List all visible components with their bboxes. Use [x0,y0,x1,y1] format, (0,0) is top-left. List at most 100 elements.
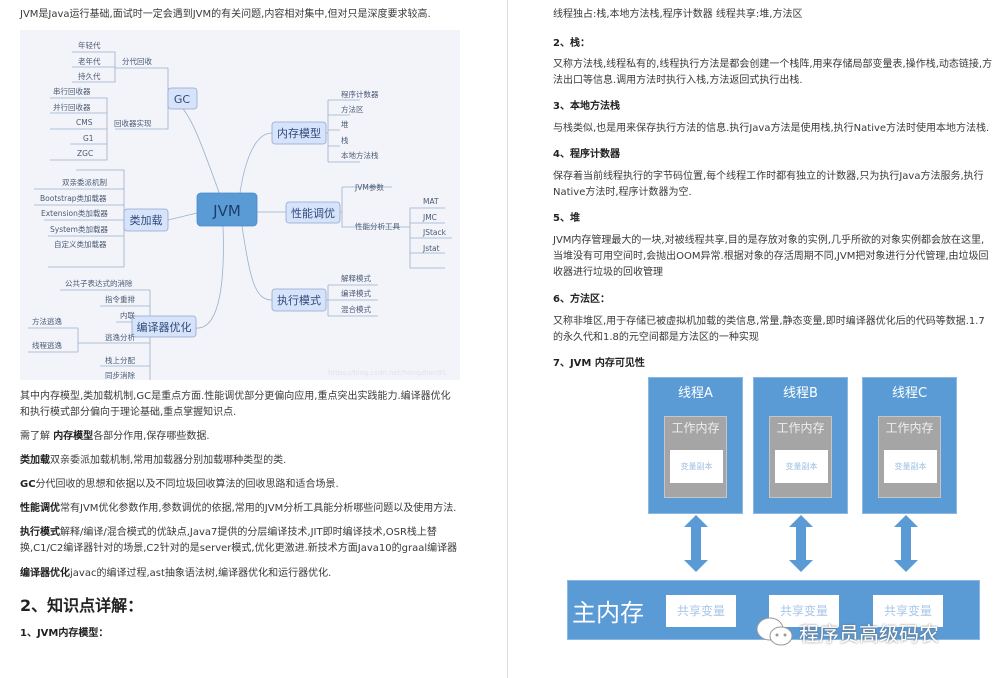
mindmap-leaf: 持久代 [78,71,101,81]
double-arrow-icon [789,515,813,572]
paragraph: 编译器优化javac的编译过程,ast抽象语法树,编译器优化和运行器优化. [20,568,332,579]
paragraph: 收器进行垃圾的回收管理 [553,267,663,278]
thread-label: 线程A [678,386,713,401]
main-memory-label: 主内存 [572,599,644,627]
paragraph: 的永久代和1.8的元空间都是方法区的一种实现 [553,332,759,343]
mindmap-leaf: ZGC [77,149,93,158]
double-arrow-icon [894,515,918,572]
section-heading: 2、知识点详解： [20,596,144,615]
mindmap-leaf: 并行回收器 [53,102,91,112]
heading-stack: 2、栈： [553,38,590,49]
node-jvm-label: JVM [212,202,241,220]
mindmap-leaf: MAT [423,197,439,206]
paragraph: GC分代回收的思想和依据以及不同垃圾回收算法的回收思路和适合场景. [20,479,339,490]
mindmap-leaf: 堆 [341,119,349,129]
thread-label: 线程B [783,386,818,401]
paragraph: 性能调优常有JVM优化参数作用,参数调优的依据,常用的JVM分析工具能分析哪些问… [20,503,457,514]
main-memory-box: 主内存 共享变量 共享变量 共享变量 [567,580,980,640]
working-memory-label: 工作内存 [885,421,934,435]
mindmap-leaf: 分代回收 [122,56,152,66]
node-memory-label: 内存模型 [277,126,321,140]
wechat-watermark: 程序员高级码农 [755,616,939,648]
variable-copy: 变量副本 [884,450,937,483]
mindmap-leaf: 串行回收器 [53,86,91,96]
mindmap-leaf: System类加载器 [50,224,108,234]
paragraph: JVM内存管理最大的一块,对被线程共享,目的是存放对象的实例,几乎所欲的对象实例… [553,235,985,246]
node-gc-label: GC [174,93,191,106]
mindmap-lines [28,51,452,380]
paragraph: 类加载双亲委派加载机制,常用加载器分别加载哪种类型的类. [20,455,287,466]
mindmap-leaf: 指令重排 [105,294,135,304]
working-memory-label: 工作内存 [776,421,825,435]
heading-visibility: 7、JVM 内存可见性 [553,358,645,369]
mindmap-leaf: 内联 [120,310,135,320]
mindmap-leaf: 逃逸分析 [105,332,135,342]
paragraph: 法出口等信息.调用方法时执行入栈,方法返回式执行出栈. [553,75,803,86]
thread-a-box: 线程A 工作内存变量副本 [648,377,743,514]
paragraph: 当堆没有可用空间时,会抛出OOM异常.根据对象的存活周期不同,JVM把对象进行分… [553,251,989,262]
mindmap-leaf: 线程逃逸 [32,340,62,350]
mindmap-leaves: 分代回收 年轻代 老年代 持久代 回收器实现 串行回收器 并行回收器 CMS G… [32,40,447,380]
working-memory-label: 工作内存 [671,421,720,435]
page-divider [507,0,508,678]
mindmap-leaf: Bootstrap类加载器 [40,193,107,203]
node-exec-label: 执行模式 [277,293,321,307]
wechat-icon [756,617,793,646]
mindmap-leaf: 性能分析工具 [355,221,400,231]
mindmap-leaf: 方法逃逸 [32,316,62,326]
mindmap-leaf: 回收器实现 [114,118,152,128]
node-perf-label: 性能调优 [291,206,335,220]
mindmap-leaf: JMC [422,213,437,222]
mindmap-leaf: Jstat [422,244,440,253]
paragraph: 又称非堆区,用于存储已被虚拟机加载的类信息,常量,静态变量,即时编译器优化后的代… [553,316,985,327]
paragraph: 和执行模式部分偏向于理论基础,重点掌握知识点. [20,407,237,418]
mindmap-leaf: 自定义类加载器 [54,239,107,249]
mindmap-leaf: 方法区 [341,104,364,114]
working-memory: 工作内存变量副本 [878,416,941,498]
thread-b-box: 线程B 工作内存变量副本 [753,377,848,514]
mindmap-leaf: 同步消除 [105,370,135,380]
mindmap-leaf: 程序计数器 [341,89,379,99]
mindmap-leaf: 年轻代 [78,40,101,50]
mindmap-leaf: 编译模式 [341,288,371,298]
working-memory: 工作内存变量副本 [664,416,727,498]
double-arrow-icon [684,515,708,572]
mindmap-leaf: 栈上分配 [105,355,135,365]
mindmap-watermark: https://blog.csdn.net/hongzhen91 [328,369,446,377]
node-compiler-label: 编译器优化 [137,320,192,334]
variable-copy: 变量副本 [775,450,828,483]
mindmap-leaf: JVM参数 [354,182,384,192]
subsection-heading: 1、JVM内存模型： [20,628,109,639]
mindmap-leaf: Extension类加载器 [41,208,108,218]
shared-variable: 共享变量 [666,595,736,627]
paragraph: 需了解 内存模型各部分作用,保存哪些数据. [20,431,210,442]
heading-native-stack: 3、本地方法栈 [553,101,620,112]
mindmap-leaf: 双亲委派机制 [62,177,107,187]
mindmap-leaf: 本地方法栈 [341,150,379,160]
paragraph: 换,C1/C2编译器针对的场景,C2针对的是server模式,优化更激进.新技术… [20,543,458,554]
node-compiler [131,315,197,338]
heading-pc: 4、程序计数器 [553,149,620,160]
mindmap-leaf: 老年代 [78,56,101,66]
mindmap-leaf: JStack [422,228,447,237]
jvm-mindmap: GC 内存模型 JVM 性能调优 类加载 执行模式 编译器优化 分代回收 年轻代… [20,30,460,380]
paragraph: 执行模式解释/编译/混合模式的优缺点,Java7提供的分层编译技术,JIT即时编… [20,527,437,538]
node-classload [123,208,169,232]
mindmap-leaf: 混合模式 [341,304,371,314]
paragraph: 线程独占:栈,本地方法栈,程序计数器 线程共享:堆,方法区 [553,9,803,20]
intro-text: JVM是Java运行基础,面试时一定会遇到JVM的有关问题,内容相对集中,但对只… [20,9,431,20]
working-memory: 工作内存变量副本 [769,416,832,498]
heading-heap: 5、堆 [553,213,580,224]
node-memory [271,121,327,145]
thread-c-box: 线程C 工作内存变量副本 [862,377,957,514]
paragraph: 其中内存模型,类加载机制,GC是重点方面.性能调优部分更偏向应用,重点突出实践能… [20,391,451,402]
shared-variable: 共享变量 [769,595,839,627]
mindmap-leaf: 解释模式 [341,273,371,283]
paragraph: Native方法时,程序计数器为空. [553,187,692,198]
node-classload-label: 类加载 [130,213,163,227]
mindmap-leaf: 栈 [341,135,349,145]
thread-label: 线程C [891,386,928,401]
variable-copy: 变量副本 [670,450,723,483]
mindmap-leaf: 公共子表达式的消除 [65,278,133,288]
node-gc [167,87,198,110]
